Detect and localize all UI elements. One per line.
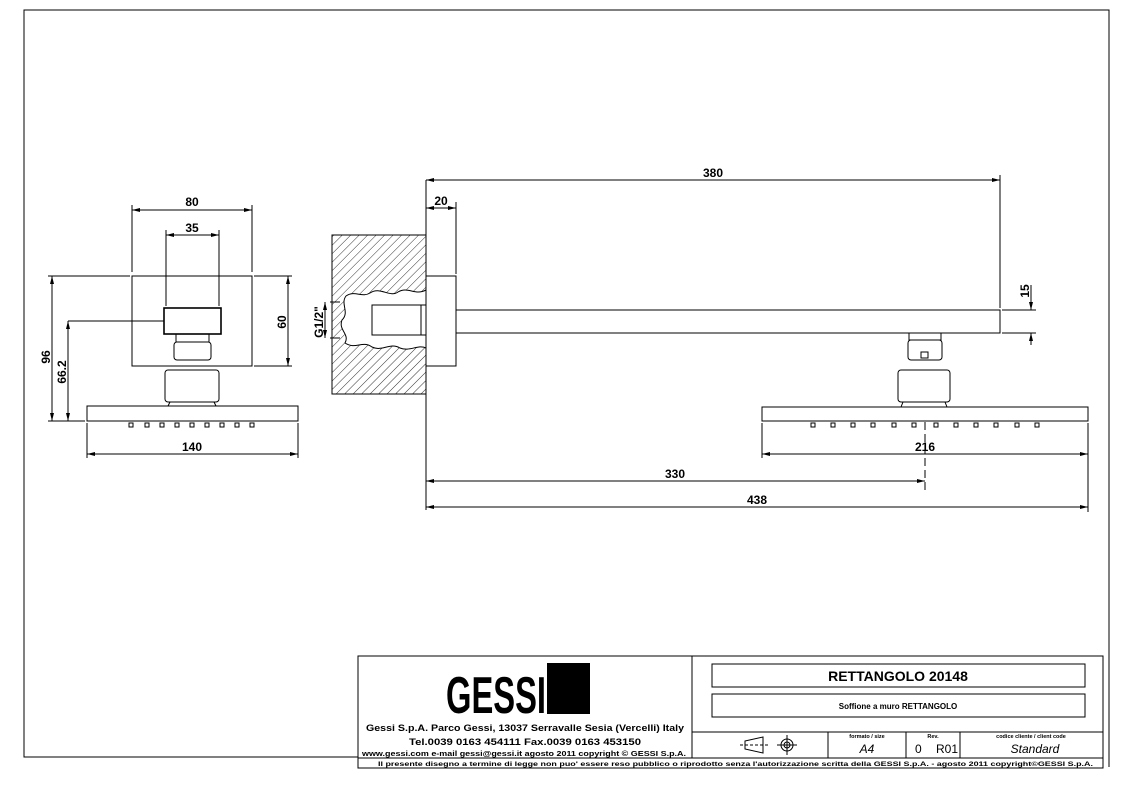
- svg-text:GESSI: GESSI: [446, 667, 546, 725]
- client-code-value: Standard: [1011, 742, 1060, 756]
- flange: [425, 275, 457, 367]
- dim-head-center-distance: 330: [665, 467, 685, 481]
- rev-number: 0: [915, 742, 922, 756]
- arm-end-nut: [163, 307, 222, 335]
- company-contact: Tel.0039 0163 454111 Fax.0039 0163 45315…: [409, 737, 641, 747]
- company-address: Gessi S.p.A. Parco Gessi, 13037 Serraval…: [366, 723, 685, 734]
- title-block: GESSI Gessi S.p.A. Parco Gessi, 13037 Se…: [357, 655, 1104, 769]
- shower-head-front: [86, 405, 299, 422]
- format-value: A4: [859, 742, 875, 756]
- dim-front-head-width: 140: [182, 440, 202, 454]
- dim-arm-length: 380: [703, 166, 723, 180]
- company-web: www.gessi.com e-mail gessi@gessi.it agos…: [361, 750, 686, 758]
- product-description: Soffione a muro RETTANGOLO: [839, 702, 958, 711]
- dim-front-width: 80: [185, 195, 199, 209]
- dim-arm-thickness: 15: [1018, 284, 1032, 298]
- wall-cavity: [340, 289, 427, 350]
- dim-front-total-height: 96: [39, 350, 53, 364]
- rev-label: Rev.: [927, 734, 939, 740]
- dim-front-nut: 35: [185, 221, 199, 235]
- gessi-logo: GESSI: [446, 663, 590, 725]
- dim-side-head-width: 216: [915, 440, 935, 454]
- disclaimer: Il presente disegno a termine di legge n…: [378, 760, 1093, 768]
- dim-flange-depth: 20: [434, 194, 448, 208]
- projection-symbol-icon: [740, 735, 797, 755]
- side-view: 380 20 15 G1/2" 216 330 438: [312, 166, 1089, 512]
- shower-arm: [455, 309, 1001, 334]
- nozzles-front: [128, 422, 255, 428]
- nozzles-side: [810, 422, 1040, 428]
- sheet-frame: [23, 9, 1110, 767]
- client-code-label: codice cliente / client code: [996, 734, 1066, 740]
- product-title: RETTANGOLO 20148: [828, 668, 968, 684]
- shower-head-side: [761, 406, 1089, 422]
- dim-total-projection: 438: [747, 493, 767, 507]
- front-view: 80 35 60 96 66.2 140: [39, 195, 299, 458]
- dim-front-axis-height: 66.2: [55, 360, 69, 384]
- rev-value: R01: [936, 742, 958, 756]
- dim-thread: G1/2": [312, 306, 326, 338]
- dim-front-plate-height: 60: [275, 315, 289, 329]
- format-label: formato / size: [849, 734, 884, 740]
